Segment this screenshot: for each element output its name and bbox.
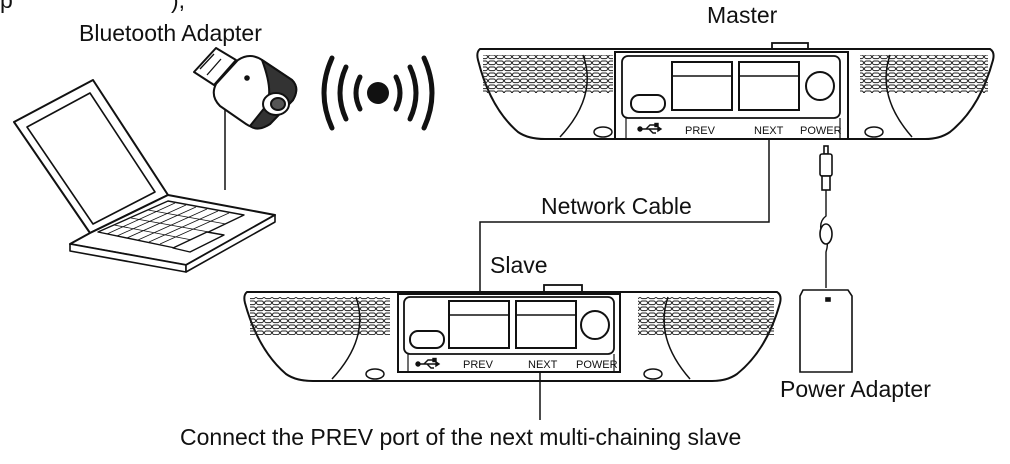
slave-power-label: POWER [576, 359, 618, 371]
wireless-signal-icon [321, 55, 435, 131]
bluetooth-adapter-label: Bluetooth Adapter [79, 20, 262, 46]
usb-icon [637, 122, 663, 134]
top-text-fragment-2: ), [171, 0, 186, 13]
power-adapter-icon [799, 145, 853, 373]
usb-icon [415, 357, 441, 369]
network-cable [479, 139, 770, 292]
slave-prev-label: PREV [463, 359, 494, 371]
slave-device: PREV NEXT POWER [243, 284, 782, 382]
slave-next-label: NEXT [528, 359, 558, 371]
master-power-label: POWER [800, 125, 842, 137]
bluetooth-dongle-icon [193, 47, 298, 130]
top-text-fragment: p [0, 0, 13, 13]
master-label: Master [707, 2, 778, 28]
network-cable-label: Network Cable [541, 193, 692, 219]
power-adapter-label: Power Adapter [780, 376, 931, 402]
master-prev-label: PREV [685, 125, 716, 137]
slave-label: Slave [490, 252, 548, 278]
connect-note: Connect the PREV port of the next multi-… [180, 424, 742, 450]
master-next-label: NEXT [754, 125, 784, 137]
laptop-icon [13, 79, 276, 273]
master-device: PREV NEXT POWER [476, 42, 995, 140]
